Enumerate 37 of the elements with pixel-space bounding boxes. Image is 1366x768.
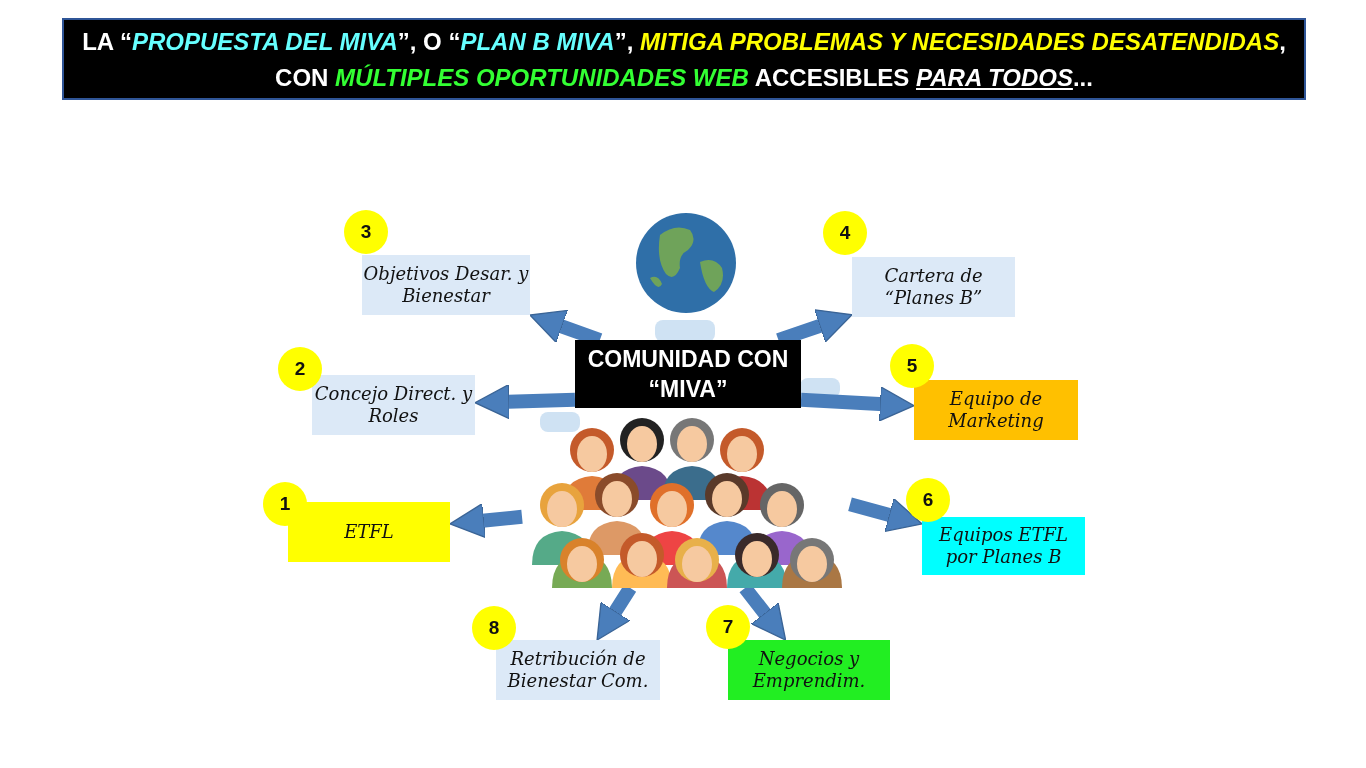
topic-box xyxy=(362,255,530,315)
node-label: 2 xyxy=(294,358,306,380)
node-label: Negocios y Emprendim. xyxy=(751,648,867,692)
number-circle xyxy=(906,478,950,522)
node-label: ETFL xyxy=(344,521,394,543)
arrow xyxy=(449,503,523,539)
node-label: Equipo de Marketing xyxy=(947,388,1045,432)
node-label: Retribución de Bienestar Com. xyxy=(506,648,650,692)
topic-box xyxy=(728,640,890,700)
node-label: 8 xyxy=(488,617,500,639)
topic-box xyxy=(922,517,1085,575)
node-label: Equipos ETFL por Planes B xyxy=(937,524,1069,568)
node-label: 1 xyxy=(279,493,291,515)
arrow xyxy=(848,497,924,533)
number-circle xyxy=(472,606,516,650)
topic-box xyxy=(852,257,1015,317)
number-circle xyxy=(823,211,867,255)
node-label: Cartera de “Planes B” xyxy=(883,265,984,309)
arrow xyxy=(474,384,576,420)
node-label: 3 xyxy=(360,221,372,243)
community-box xyxy=(575,340,801,408)
node-label: 5 xyxy=(906,355,918,377)
topic-box xyxy=(312,375,475,435)
number-circle xyxy=(344,210,388,254)
node-label: COMUNIDAD CON “MIVA” xyxy=(586,345,790,404)
number-circle xyxy=(890,344,934,388)
node-label: 7 xyxy=(722,616,734,638)
node-label: Objetivos Desar. y Bienestar xyxy=(362,263,530,307)
arrow xyxy=(800,386,915,422)
topic-box xyxy=(496,640,660,700)
topic-box xyxy=(288,502,450,562)
number-circle xyxy=(706,605,750,649)
node-label: Concejo Direct. y Roles xyxy=(313,383,474,427)
title-banner: LA “PROPUESTA DEL MIVA”, O “PLAN B MIVA”, MITIGA PROBLEMAS Y NECESIDADES DESATENDIDAS, CON MÚLTIPLES OPORTUNIDADES WEB ACCESIBLES PARA TODOS... xyxy=(62,18,1306,100)
node-label: 4 xyxy=(839,222,851,244)
topic-box xyxy=(914,380,1078,440)
node-label: 6 xyxy=(922,489,934,511)
